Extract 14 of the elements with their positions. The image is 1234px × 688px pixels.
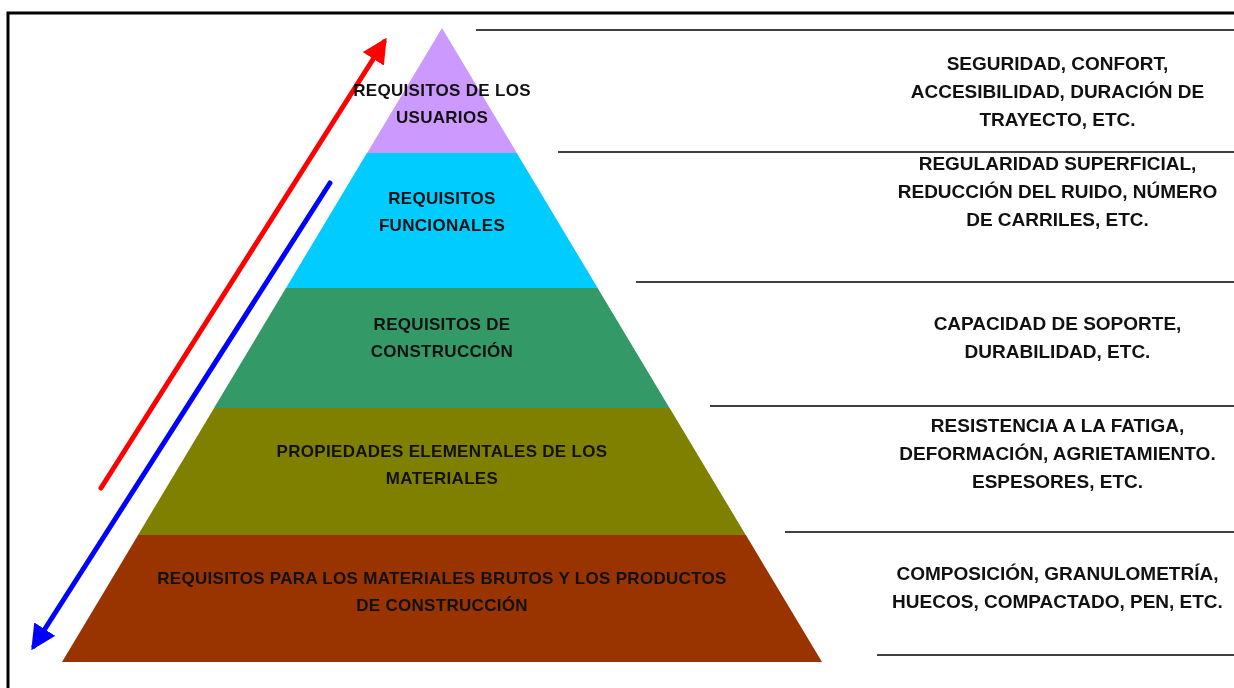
description-text: SEGURIDAD, CONFORT, ACCESIBILIDAD, DURACIÓN DE TRAYECTO, ETC. — [909, 52, 1206, 132]
band-label: REQUISITOS FUNCIONALES — [377, 188, 506, 237]
band-label: REQUISITOS DE CONSTRUCCIÓN — [369, 314, 515, 363]
description-text: COMPOSICIÓN, GRANULOMETRÍA, HUECOS, COMPACTADO, PEN, ETC. — [891, 562, 1224, 614]
description-text: CAPACIDAD DE SOPORTE, DURABILIDAD, ETC. — [932, 312, 1183, 364]
band-label: PROPIEDADES ELEMENTALES DE LOS MATERIALES — [275, 441, 609, 490]
band-label: REQUISITOS DE LOS USUARIOS — [352, 80, 532, 129]
description-text: RESISTENCIA A LA FATIGA, DEFORMACIÓN, AGRIETAMIENTO. ESPESORES, ETC. — [898, 414, 1217, 494]
band-label: REQUISITOS PARA LOS MATERIALES BRUTOS Y LOS PRODUCTOS DE CONSTRUCCIÓN — [156, 568, 728, 617]
pyramid-band — [138, 408, 746, 535]
description-text: REGULARIDAD SUPERFICIAL, REDUCCIÓN DEL RUIDO, NÚMERO DE CARRILES, ETC. — [896, 152, 1219, 232]
pyramid-band — [214, 288, 670, 408]
pyramid-band — [286, 153, 598, 288]
base-band — [62, 535, 822, 662]
